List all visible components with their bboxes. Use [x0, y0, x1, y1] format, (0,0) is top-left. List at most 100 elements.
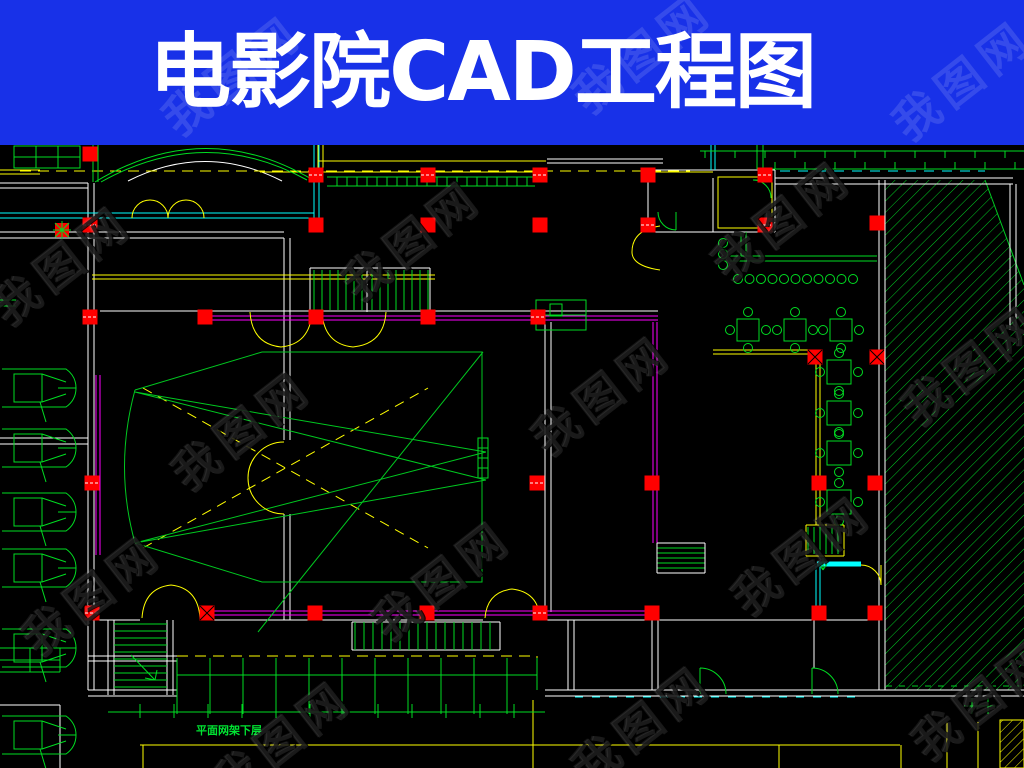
- bar-stool: [825, 274, 835, 284]
- bar-stool: [813, 274, 824, 284]
- parked-car: [2, 428, 77, 483]
- yellow-walls: [0, 145, 1024, 768]
- bar-stool: [718, 238, 728, 248]
- column-grid: [82, 146, 885, 621]
- chair: [808, 325, 818, 335]
- stair-b-treads: [657, 542, 705, 574]
- white-walls: [0, 158, 1024, 768]
- column-x-mark: [199, 605, 215, 621]
- bar-stool: [767, 274, 778, 284]
- dining-table: [783, 318, 807, 342]
- bar-stool: [718, 249, 728, 259]
- chair: [815, 367, 825, 377]
- dining-table: [826, 489, 852, 515]
- title-banner: 电影院CAD工程图: [0, 0, 1024, 145]
- parked-car: [2, 628, 77, 683]
- parked-car: [2, 548, 77, 603]
- fence-ticks-lower: [774, 162, 1016, 169]
- bar-stool: [790, 274, 801, 284]
- column-x-mark: [807, 349, 823, 365]
- stair-a-treads: [371, 270, 429, 310]
- chair: [834, 348, 844, 358]
- chair: [854, 325, 864, 335]
- chair: [815, 448, 825, 458]
- bar-stool: [756, 274, 766, 284]
- structural-column: [644, 475, 660, 491]
- chair: [834, 386, 844, 396]
- fence-ticks-upper: [704, 151, 1006, 158]
- chair: [834, 478, 844, 488]
- chair: [853, 367, 863, 377]
- bar-stool: [744, 274, 755, 284]
- bar-stool: [802, 274, 812, 284]
- chair: [836, 343, 846, 353]
- hatched-area: [885, 179, 1024, 690]
- door-swings: [131, 199, 882, 619]
- chair: [853, 408, 863, 418]
- chair: [836, 307, 846, 317]
- stair-a-treads: [313, 270, 363, 310]
- dining-table: [826, 440, 852, 466]
- structural-column: [420, 309, 436, 325]
- structural-column: [644, 605, 660, 621]
- structural-column: [811, 605, 827, 621]
- chair: [743, 307, 753, 317]
- chair: [725, 325, 735, 335]
- stair-c-treads: [807, 527, 839, 554]
- chair: [815, 408, 825, 418]
- column-x-mark: [869, 349, 885, 365]
- structural-column: [532, 217, 548, 233]
- dining-table: [826, 400, 852, 426]
- structural-column: [419, 605, 435, 621]
- bottom-tick-line: [139, 704, 515, 718]
- structural-column: [867, 605, 883, 621]
- bar-stool: [779, 274, 789, 284]
- bar-stool: [718, 260, 728, 270]
- chair: [834, 389, 844, 399]
- bar-stool: [836, 274, 847, 284]
- chair: [815, 497, 825, 507]
- structural-column: [640, 167, 656, 183]
- structural-column: [197, 309, 213, 325]
- chair: [761, 325, 771, 335]
- chair: [834, 516, 844, 526]
- stair-b-frame: [656, 542, 706, 574]
- cyan-walls: [0, 143, 985, 698]
- structural-column: [811, 475, 827, 491]
- magenta-walls: [95, 315, 658, 616]
- structural-column: [308, 309, 324, 325]
- chair: [834, 427, 844, 437]
- parked-car: [2, 715, 77, 768]
- chair: [743, 343, 753, 353]
- chair: [790, 343, 800, 353]
- dining-table: [829, 318, 853, 342]
- plan-caption: 平面网架下层: [196, 723, 262, 737]
- green-structure: [0, 145, 1024, 768]
- chair: [790, 307, 800, 317]
- stair-d-treads: [114, 623, 167, 688]
- dining-table: [736, 318, 760, 342]
- structural-column: [420, 217, 436, 233]
- chair: [834, 429, 844, 439]
- chair: [818, 325, 828, 335]
- colonnade-ticks: [336, 177, 528, 186]
- stair-e-treads: [354, 622, 491, 650]
- chair: [772, 325, 782, 335]
- parked-car: [2, 492, 77, 547]
- chair: [834, 467, 844, 477]
- trellis-verticals: [209, 658, 508, 714]
- entry-star-symbol: [53, 221, 71, 239]
- structural-column: [869, 215, 885, 231]
- chair: [853, 448, 863, 458]
- structural-column: [867, 475, 883, 491]
- structural-column: [307, 605, 323, 621]
- projection-sightlines: [124, 351, 487, 633]
- parked-car: [2, 368, 77, 423]
- structural-column: [308, 217, 324, 233]
- poster-title: 电影院CAD工程图: [149, 24, 817, 120]
- bar-stool: [733, 274, 743, 284]
- structural-column: [82, 146, 98, 162]
- bar-stool: [848, 274, 858, 284]
